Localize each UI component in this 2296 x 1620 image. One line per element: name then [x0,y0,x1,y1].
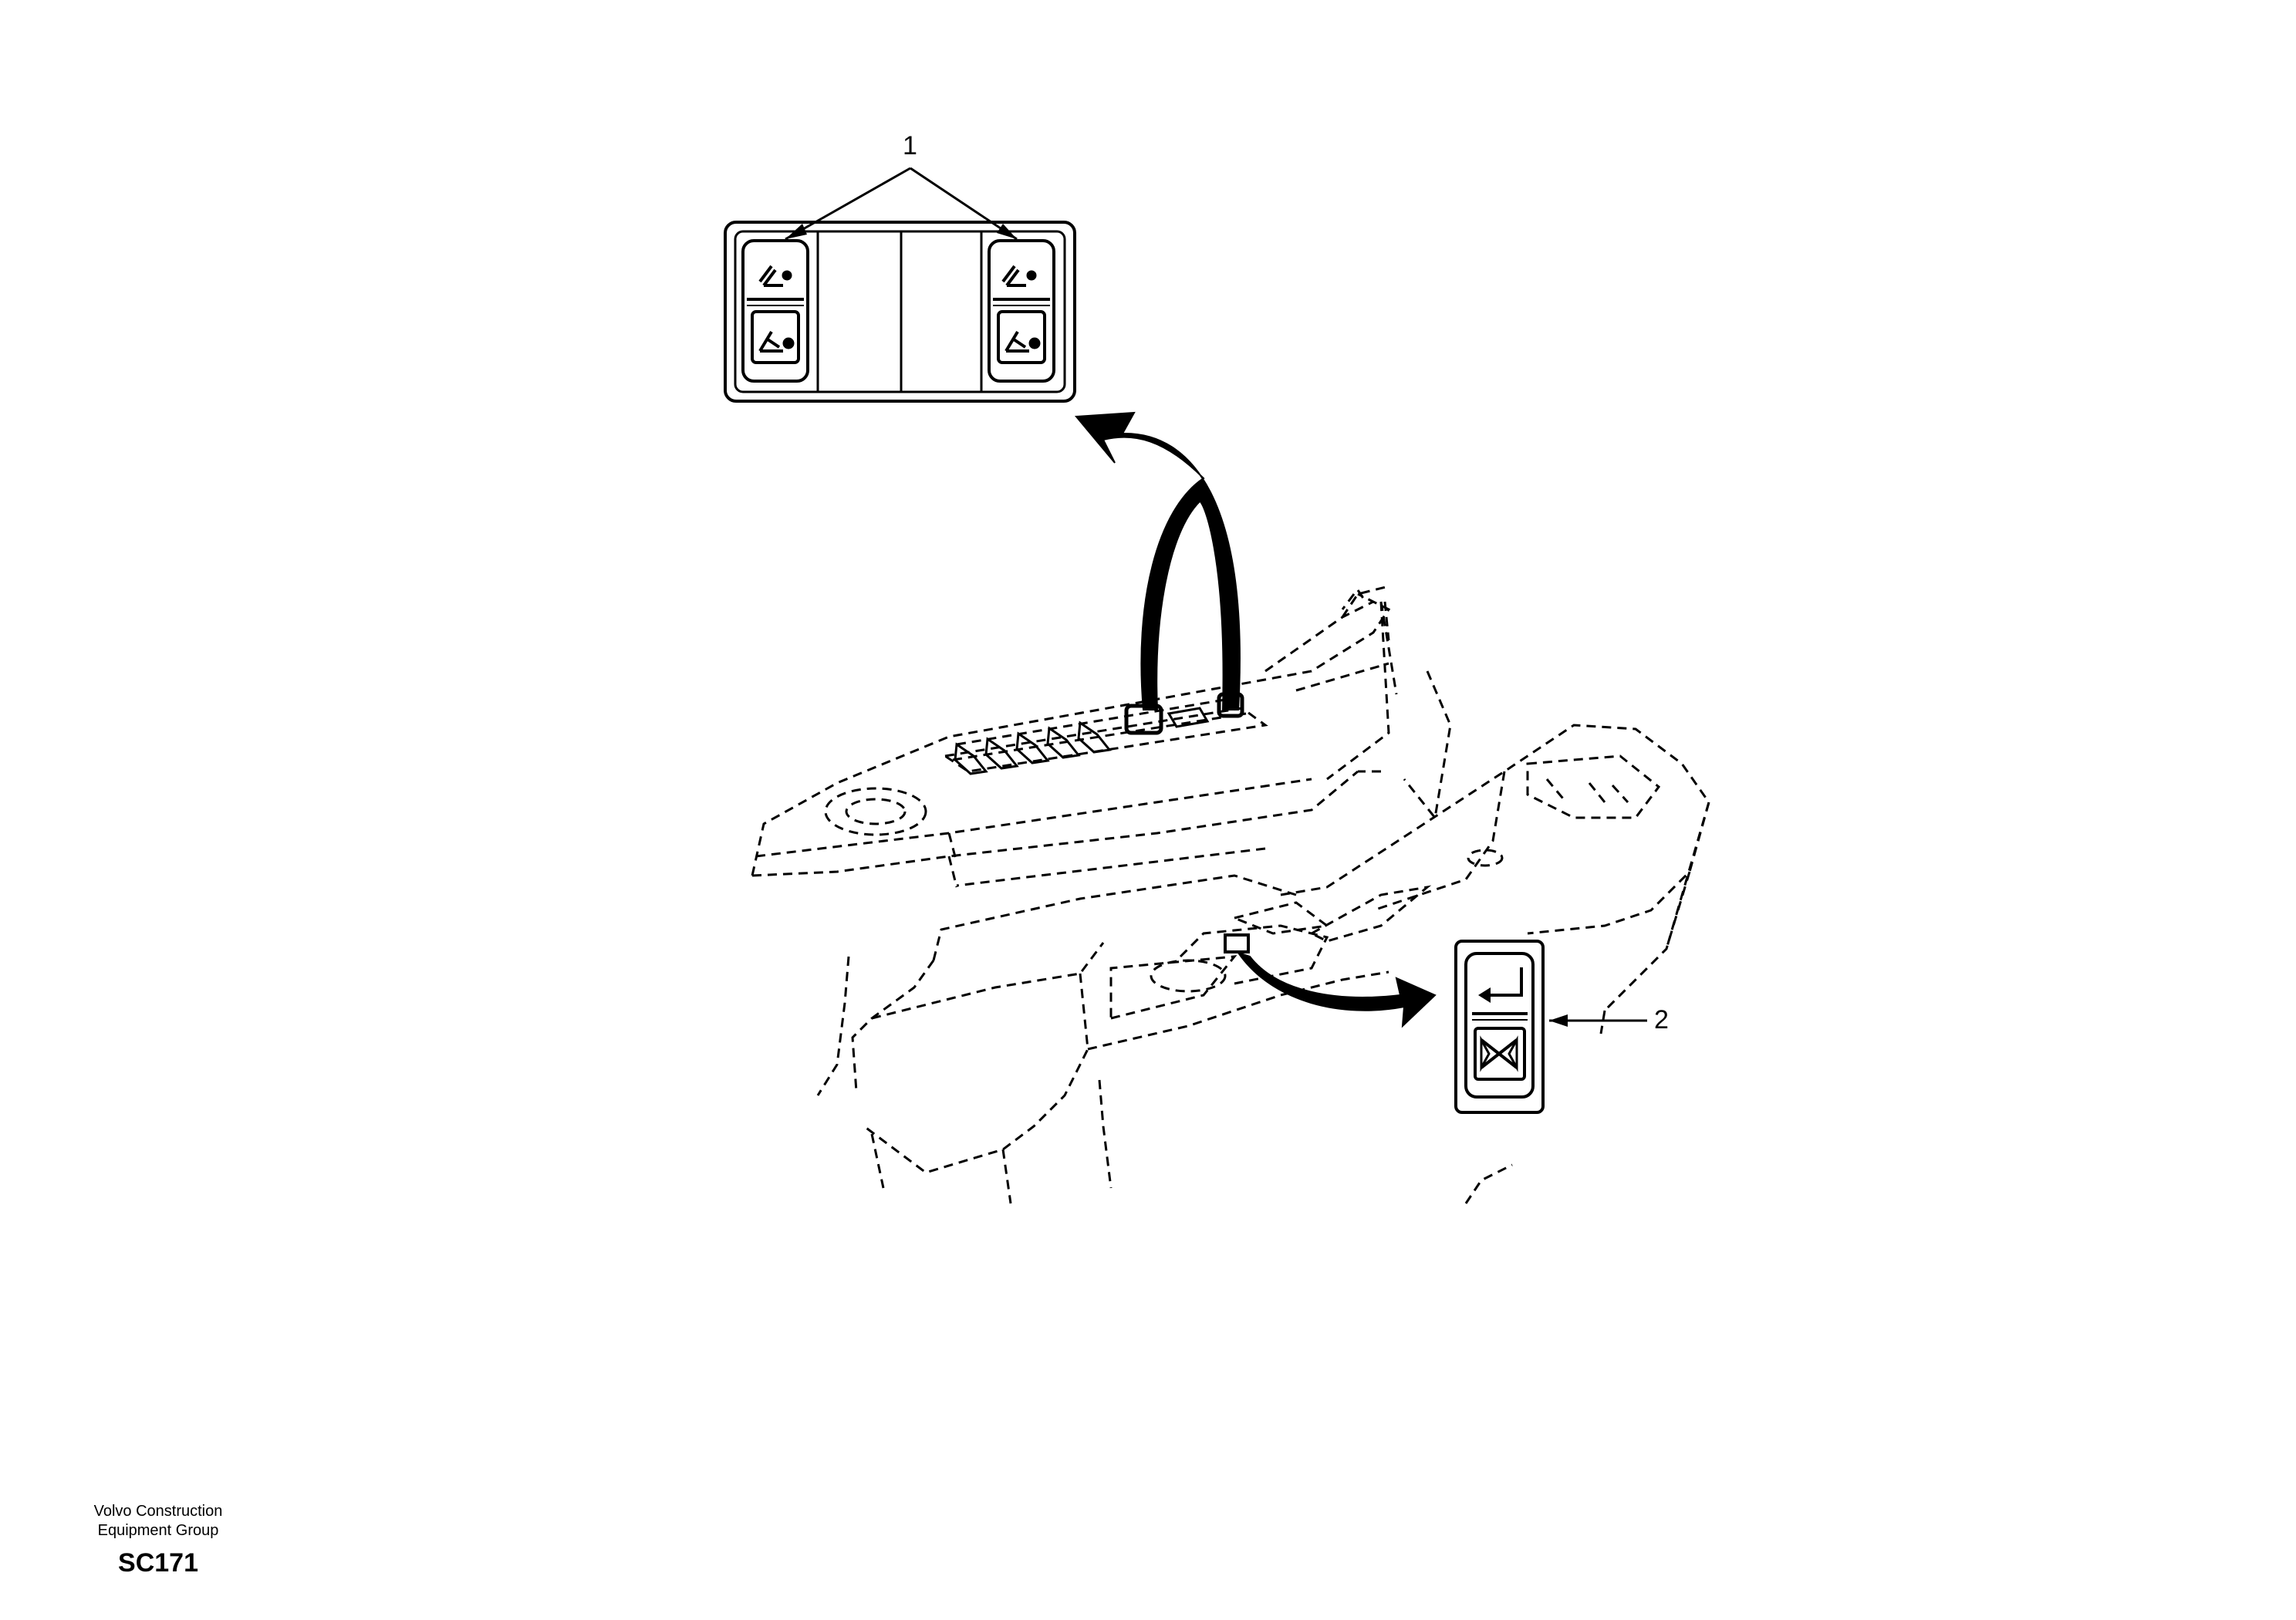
washer-icon [758,330,795,353]
callout-2-leader [1549,1014,1647,1027]
console-switch-keys [954,692,1244,775]
return-arrow-icon [1478,967,1523,1003]
company-name-line2: Equipment Group [97,1522,219,1539]
callout-label-1: 1 [903,131,917,160]
left-rocker-switch [741,239,809,383]
cancel-x-icon [1480,1035,1518,1072]
cab-console-outline [751,585,1710,1204]
washer-icon [1004,330,1041,353]
callout-label-2: 2 [1654,1005,1669,1034]
drawing-code: SC171 [118,1548,198,1578]
right-rocker-switch [988,239,1055,383]
switch-panel-1 [724,221,1076,403]
curved-arrow-2 [1224,933,1437,1028]
curved-arrow-1 [1074,411,1241,710]
company-name-line1: Volvo Construction [93,1503,223,1520]
wiper-icon [1001,265,1037,287]
switch-panel-2 [1454,940,1545,1114]
callout-1-leaders [785,167,1018,241]
wiper-icon [758,265,792,287]
